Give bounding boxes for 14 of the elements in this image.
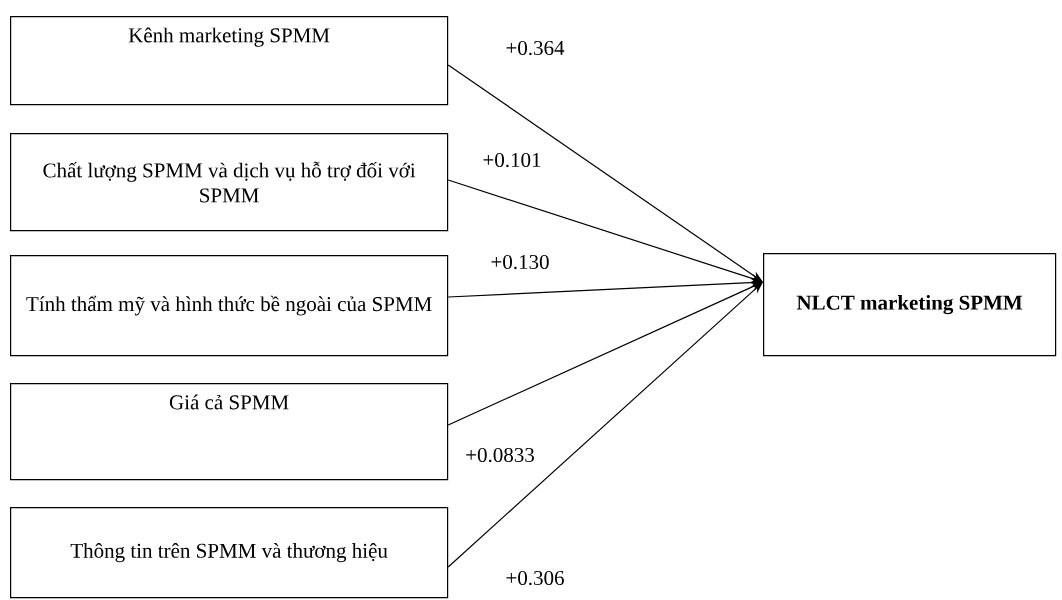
factor-box: Tính thẩm mỹ và hình thức bề ngoài của SPMM	[10, 255, 449, 357]
factor-box: Thông tin trên SPMM và thương hiệu	[10, 507, 449, 599]
arrow	[447, 64, 763, 282]
arrow	[447, 282, 763, 426]
edge-label: +0.101	[481, 151, 543, 169]
factor-box: Giá cả SPMM	[10, 383, 449, 481]
edge-label: +0.130	[489, 253, 551, 271]
factor-box: Chất lượng SPMM và dịch vụ hỗ trợ đối với SPMM	[10, 133, 449, 232]
edge-label: +0.364	[504, 39, 566, 57]
edge-label: +0.306	[504, 569, 566, 587]
edge-label: +0.0833	[464, 446, 536, 464]
arrow	[447, 282, 763, 568]
factor-box: Kênh marketing SPMM	[10, 16, 449, 106]
result-box: NLCT marketing SPMM	[763, 253, 1057, 357]
